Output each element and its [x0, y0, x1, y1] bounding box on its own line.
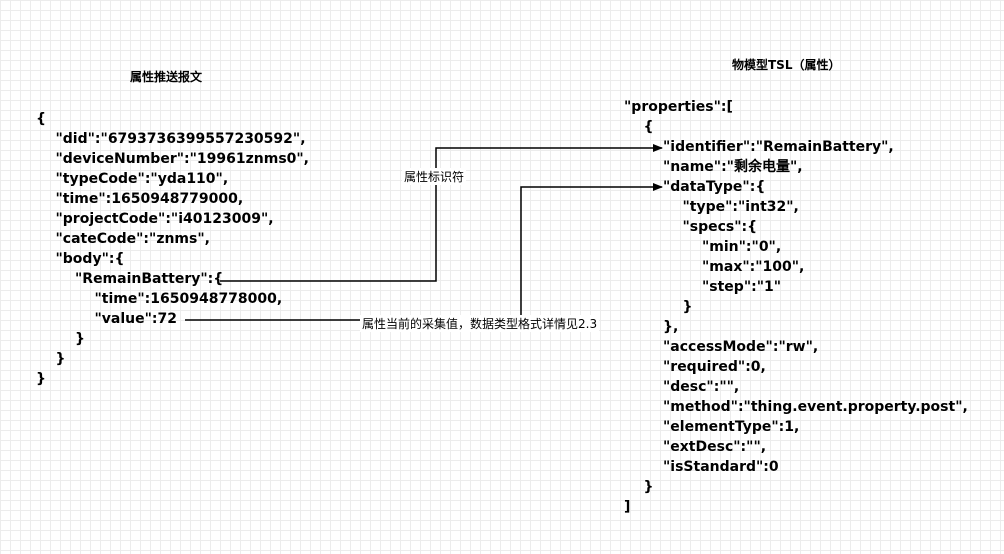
code-line: "type":"int32",: [624, 199, 799, 215]
value-connector-label: 属性当前的采集值，数据类型格式详情见2.3: [360, 315, 600, 332]
code-line: "method":"thing.event.property.post",: [624, 399, 968, 415]
code-line: "cateCode":"znms",: [36, 231, 210, 247]
value-connector-arrow: [185, 183, 663, 321]
code-line: {: [624, 119, 654, 135]
code-line: "properties":[: [624, 99, 733, 115]
code-line: }: [36, 351, 66, 367]
code-line: "projectCode":"i40123009",: [36, 211, 274, 227]
code-line: "typeCode":"yda110",: [36, 171, 229, 187]
code-line: "RemainBattery":{: [36, 271, 224, 287]
code-line: },: [624, 319, 679, 335]
message-json-block: { "did":"6793736399557230592", "deviceNu…: [36, 109, 336, 391]
right-panel-title: 物模型TSL（属性）: [732, 58, 841, 72]
code-line: }: [36, 331, 85, 347]
identifier-connector-arrow: [220, 144, 663, 282]
code-line: "isStandard":0: [624, 459, 779, 475]
code-line: "extDesc":"",: [624, 439, 767, 455]
code-line: "accessMode":"rw",: [624, 339, 819, 355]
code-line: "value":72: [36, 311, 177, 327]
code-line: "desc":"",: [624, 379, 740, 395]
code-line: "name":"剩余电量",: [624, 159, 803, 175]
code-line: "min":"0",: [624, 239, 782, 255]
code-line: "time":1650948778000,: [36, 291, 283, 307]
code-line: "required":0,: [624, 359, 766, 375]
tsl-json-block: "properties":[ { "identifier":"RemainBat…: [624, 97, 994, 519]
code-line: "max":"100",: [624, 259, 805, 275]
code-line: "step":"1": [624, 279, 782, 295]
code-line: "time":1650948779000,: [36, 191, 244, 207]
code-line: "did":"6793736399557230592",: [36, 131, 306, 147]
left-panel-title: 属性推送报文: [130, 70, 203, 84]
code-line: "elementType":1,: [624, 419, 800, 435]
code-line: "dataType":{: [624, 179, 766, 195]
code-line: ]: [624, 499, 631, 515]
code-line: }: [36, 371, 46, 387]
code-line: "deviceNumber":"19961znms0",: [36, 151, 309, 167]
code-line: "body":{: [36, 251, 125, 267]
code-line: "identifier":"RemainBattery",: [624, 139, 894, 155]
code-line: }: [624, 299, 693, 315]
code-line: }: [624, 479, 654, 495]
identifier-connector-label: 属性标识符: [402, 168, 467, 185]
code-line: {: [36, 111, 46, 127]
code-line: "specs":{: [624, 219, 758, 235]
